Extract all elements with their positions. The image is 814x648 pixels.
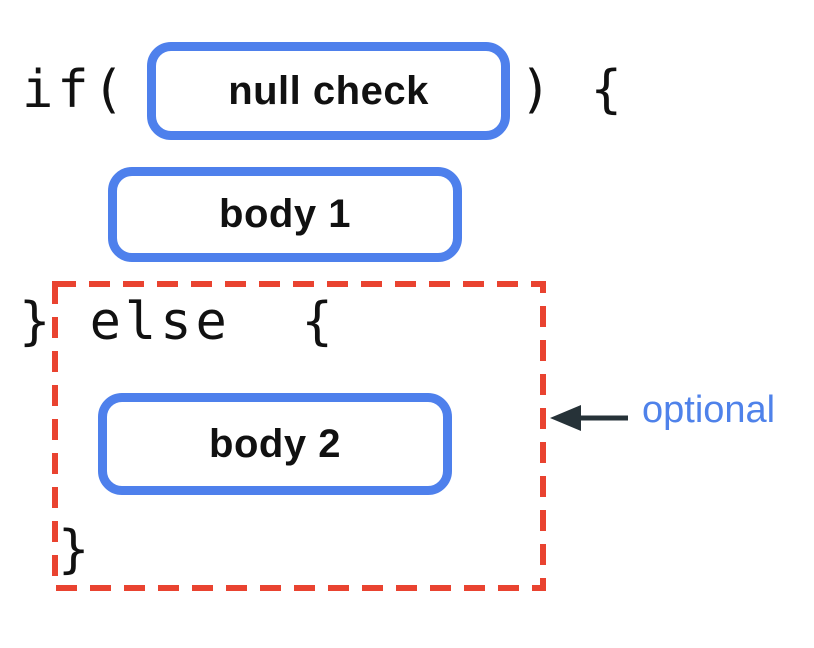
dashed-rect — [52, 281, 546, 591]
body2-box-label: body 2 — [209, 421, 341, 466]
code-if-close: ) { — [520, 60, 626, 120]
code-if-open: if( — [22, 60, 128, 120]
code-else-line: } else { — [19, 292, 337, 352]
optional-region-dashed-border — [52, 281, 546, 591]
body1-box-label: body 1 — [219, 192, 351, 236]
body2-box: body 2 — [98, 393, 452, 495]
body1-box: body 1 — [108, 167, 462, 262]
condition-box: null check — [147, 42, 510, 140]
code-closing-brace: } — [58, 520, 94, 580]
optional-annotation-label: optional — [642, 389, 776, 431]
left-arrow-icon — [550, 405, 628, 431]
condition-box-label: null check — [228, 68, 429, 113]
arrow-head — [550, 405, 581, 431]
